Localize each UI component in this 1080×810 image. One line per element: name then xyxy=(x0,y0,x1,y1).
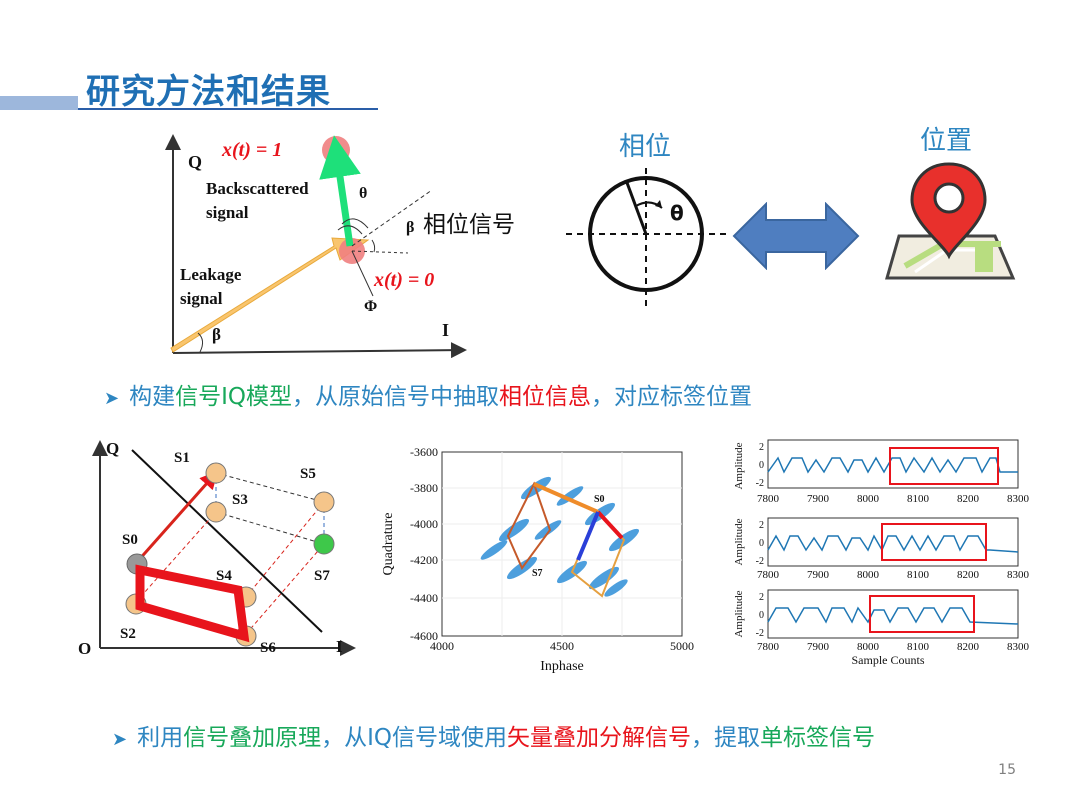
svg-text:4500: 4500 xyxy=(550,639,574,653)
state-s0: S0 xyxy=(122,532,138,548)
svg-text:-3600: -3600 xyxy=(410,445,438,459)
svg-text:-2: -2 xyxy=(756,556,764,567)
backscatter-label-1: Backscattered xyxy=(206,179,309,198)
svg-text:Amplitude: Amplitude xyxy=(733,518,745,565)
bullet-iq-model: ➤构建信号IQ模型，从原始信号中抽取相位信息，对应标签位置 xyxy=(104,384,752,410)
map-pin-icon xyxy=(885,162,1016,280)
svg-text:8300: 8300 xyxy=(1007,569,1030,581)
svg-text:8100: 8100 xyxy=(907,493,930,505)
amplitude-panel-2 xyxy=(767,517,1019,567)
beta-small-label: β xyxy=(406,219,414,236)
svg-text:7900: 7900 xyxy=(807,569,830,581)
svg-text:0: 0 xyxy=(759,460,764,471)
position-heading: 位置 xyxy=(920,126,973,156)
state-s5: S5 xyxy=(300,466,316,482)
i-label: I xyxy=(336,637,343,656)
phase-heading: 相位 xyxy=(619,132,672,162)
phase-signal-label: 相位信号 xyxy=(423,212,515,238)
bullet-arrow-icon: ➤ xyxy=(112,729,128,750)
scatter-s0-label: S0 xyxy=(594,494,605,505)
svg-text:8100: 8100 xyxy=(907,641,930,653)
svg-text:0: 0 xyxy=(759,538,764,549)
title-underline xyxy=(78,108,378,110)
state-s6: S6 xyxy=(260,640,276,656)
svg-text:2: 2 xyxy=(759,442,764,453)
phi-label: Φ xyxy=(364,298,377,315)
svg-text:7800: 7800 xyxy=(757,569,780,581)
leakage-label-1: Leakage xyxy=(180,265,242,284)
svg-text:7900: 7900 xyxy=(807,493,830,505)
beta-label: β xyxy=(212,325,221,344)
page-number: 15 xyxy=(998,762,1016,778)
svg-text:Amplitude: Amplitude xyxy=(733,442,745,489)
svg-text:-4600: -4600 xyxy=(410,629,438,643)
svg-text:8000: 8000 xyxy=(857,641,880,653)
amplitude-xlabel: Sample Counts xyxy=(851,653,924,667)
i-axis-label: I xyxy=(442,320,449,340)
svg-text:4000: 4000 xyxy=(430,639,454,653)
svg-text:7800: 7800 xyxy=(757,493,780,505)
svg-text:8000: 8000 xyxy=(857,493,880,505)
vector-superposition-diagram: Q O I S0 S1 S2 S3 S4 S5 S6 S7 xyxy=(78,439,356,658)
bullet-superposition: ➤利用信号叠加原理，从IQ信号域使用矢量叠加分解信号，提取单标签信号 xyxy=(112,725,875,751)
svg-text:8200: 8200 xyxy=(957,569,980,581)
leakage-label-2: signal xyxy=(180,289,223,308)
scatter-xlabel: Inphase xyxy=(540,659,584,674)
x1-label: x(t) = 1 xyxy=(221,139,282,161)
svg-text:5000: 5000 xyxy=(670,639,694,653)
phase-circle-icon: θ xyxy=(566,168,726,308)
svg-text:0: 0 xyxy=(759,610,764,621)
svg-text:7800: 7800 xyxy=(757,641,780,653)
svg-text:8300: 8300 xyxy=(1007,493,1030,505)
svg-text:7900: 7900 xyxy=(807,641,830,653)
svg-text:-4000: -4000 xyxy=(410,517,438,531)
bidirectional-arrow-icon xyxy=(732,202,860,270)
x0-label: x(t) = 0 xyxy=(373,269,434,291)
y-ticks: -3600 -3800 -4000 -4200 -4400 -4600 xyxy=(410,445,438,643)
theta-label: θ xyxy=(359,185,367,202)
backscatter-arrow xyxy=(319,135,361,247)
svg-text:2: 2 xyxy=(759,520,764,531)
amplitude-panel-1 xyxy=(767,439,1019,489)
backscatter-label-2: signal xyxy=(206,203,249,222)
svg-text:-4200: -4200 xyxy=(410,553,438,567)
svg-text:-2: -2 xyxy=(756,478,764,489)
circle-theta-label: θ xyxy=(670,201,684,225)
o-label: O xyxy=(78,639,91,658)
svg-text:8100: 8100 xyxy=(907,569,930,581)
state-s7: S7 xyxy=(314,568,330,584)
svg-text:Amplitude: Amplitude xyxy=(733,590,745,637)
svg-text:-3800: -3800 xyxy=(410,481,438,495)
scatter-ylabel: Quadrature xyxy=(381,513,396,576)
title-accent-bar xyxy=(0,96,78,110)
svg-text:8000: 8000 xyxy=(857,569,880,581)
q-axis-label: Q xyxy=(188,152,202,172)
state-s1: S1 xyxy=(174,450,190,466)
state-s3: S3 xyxy=(232,492,248,508)
state-s4: S4 xyxy=(216,568,232,584)
page-title: 研究方法和结果 xyxy=(86,72,331,112)
iq-scatter-plot: -3600 -3800 -4000 -4200 -4400 -4600 4000… xyxy=(381,445,694,674)
amplitude-panel-3 xyxy=(767,589,1019,639)
state-s2: S2 xyxy=(120,626,136,642)
svg-text:8300: 8300 xyxy=(1007,641,1030,653)
svg-text:8200: 8200 xyxy=(957,493,980,505)
scatter-s7-label: S7 xyxy=(532,568,543,579)
svg-text:-2: -2 xyxy=(756,628,764,639)
svg-text:2: 2 xyxy=(759,592,764,603)
q-label: Q xyxy=(106,439,119,458)
svg-text:8200: 8200 xyxy=(957,641,980,653)
x-ticks: 4000 4500 5000 xyxy=(430,639,694,653)
iq-model-diagram: Q I x(t) = 1 Backscattered signal θ β 相位… xyxy=(165,134,515,358)
svg-text:-4400: -4400 xyxy=(410,591,438,605)
bullet-arrow-icon: ➤ xyxy=(104,388,120,409)
amplitude-plots: 2 0 -2 2 0 -2 2 0 -2 7800 7900 8000 8100… xyxy=(733,439,1030,667)
